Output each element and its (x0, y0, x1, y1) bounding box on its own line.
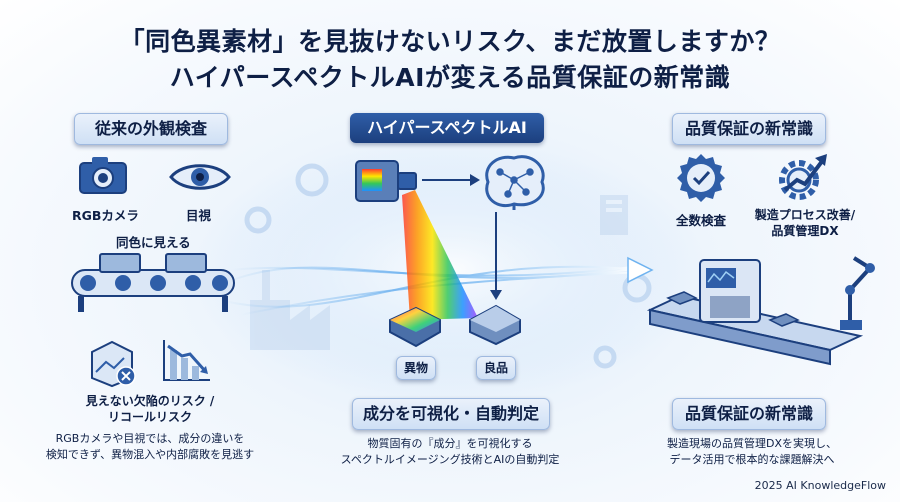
conveyor-icon (71, 253, 235, 312)
risk-line-2: リコールリスク (107, 410, 192, 424)
eye-icon (169, 164, 231, 190)
footer-credit: 2025 AI KnowledgeFlow (754, 479, 886, 492)
good-sample-icon (469, 304, 521, 346)
hyperspectral-camera-icon (355, 160, 417, 202)
arrow-down-icon (490, 212, 502, 300)
risk-label: 見えない欠陥のリスク / リコールリスク (60, 393, 240, 425)
foreign-matter-sample-icon (389, 306, 441, 348)
right-heading: 品質保証の新常識 (672, 113, 826, 145)
automated-inspection-line-icon (646, 256, 875, 366)
good-product-label: 良品 (476, 356, 516, 380)
right-subheading: 品質保証の新常識 (672, 398, 826, 430)
title-line-2: ハイパースペクトルAIが変える品質保証の新常識 (169, 63, 731, 92)
process-improvement-gear-icon (779, 154, 827, 200)
arrow-right-icon (422, 174, 480, 186)
center-description: 物質固有の『成分』を可視化する スペクトルイメージング技術とAIの自動判定 (330, 436, 570, 468)
quality-check-badge-icon (677, 154, 725, 202)
right-desc-line-2: データ活用で根本的な課題解決へ (669, 453, 835, 466)
right-description: 製造現場の品質管理DXを実現し、 データ活用で根本的な課題解決へ (652, 436, 852, 468)
risk-line-1: 見えない欠陥のリスク / (85, 394, 215, 408)
center-heading: ハイパースペクトルAI (350, 113, 544, 143)
eye-label: 目視 (186, 208, 212, 223)
center-subheading: 成分を可視化・自動判定 (352, 398, 550, 430)
process-improvement-label: 製造プロセス改善/ 品質管理DX (740, 207, 870, 239)
full-inspection-label: 全数検査 (676, 213, 727, 228)
left-description: RGBカメラや目視では、成分の違いを 検知できず、異物混入や内部腐敗を見逃す (32, 431, 268, 463)
flow-arrow-icon (627, 256, 654, 284)
center-desc-line-2: スペクトルイメージング技術とAIの自動判定 (340, 453, 560, 466)
foreign-matter-label: 異物 (396, 356, 436, 380)
hidden-defect-icon (91, 340, 136, 388)
process-line-2: 品質管理DX (771, 224, 839, 238)
title-line-1: 「同色異素材」を見抜けないリスク、まだ放置しますか？ (119, 27, 781, 56)
process-line-1: 製造プロセス改善/ (754, 208, 856, 222)
left-heading: 従来の外観検査 (74, 113, 228, 145)
center-desc-line-1: 物質固有の『成分』を可視化する (367, 437, 533, 450)
left-desc-line-1: RGBカメラや目視では、成分の違いを (55, 432, 245, 445)
factory-silhouette-icon (250, 195, 628, 350)
declining-chart-icon (163, 340, 210, 381)
camera-icon (79, 157, 127, 194)
same-color-label: 同色に見える (116, 235, 191, 250)
left-desc-line-2: 検知できず、異物混入や内部腐敗を見逃す (45, 448, 255, 461)
rgb-camera-label: RGBカメラ (72, 208, 139, 223)
right-desc-line-1: 製造現場の品質管理DXを実現し、 (666, 437, 837, 450)
spectrum-beam (402, 190, 478, 320)
flow-lines (219, 265, 641, 316)
ai-brain-icon (485, 155, 545, 210)
